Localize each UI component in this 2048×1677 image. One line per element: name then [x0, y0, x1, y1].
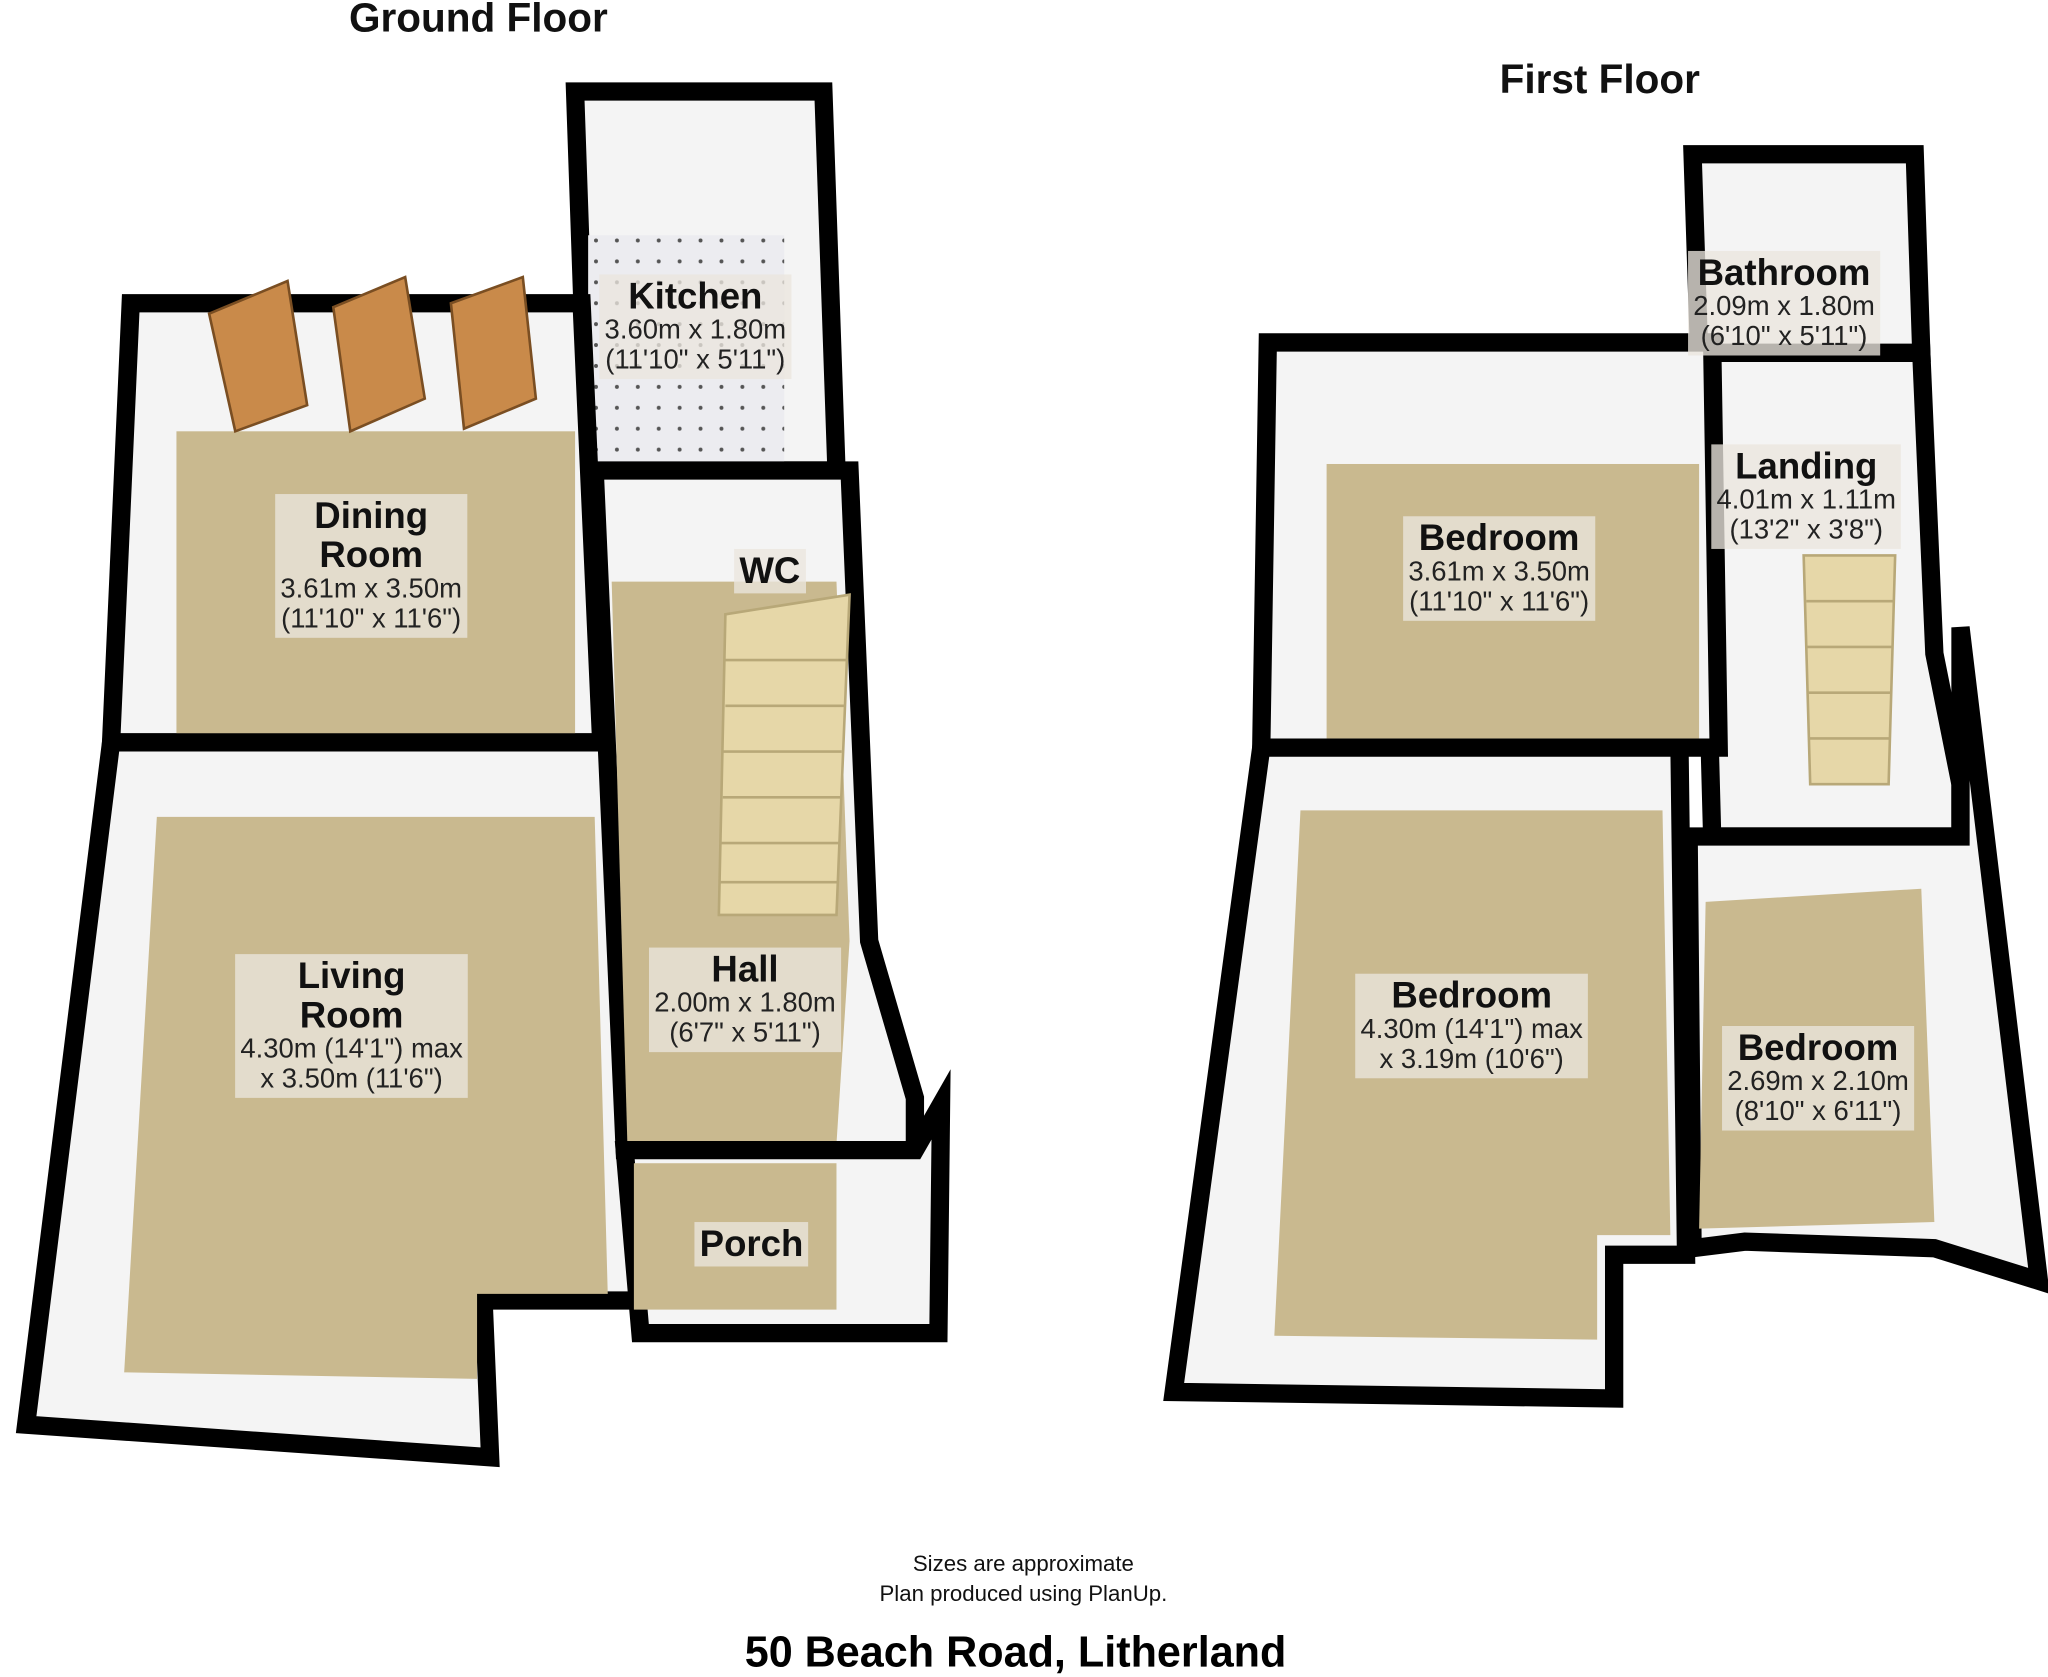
- ground-floor-title: Ground Floor: [348, 0, 608, 41]
- room-dims: 2.09m x 1.80m: [1693, 291, 1875, 322]
- room-name-line2: Room: [299, 994, 404, 1036]
- room-label-living-room: Living Room 4.30m (14'1") max x 3.50m (1…: [235, 954, 469, 1098]
- room-label-kitchen: Kitchen 3.60m x 1.80m (11'10" x 5'11"): [599, 274, 792, 379]
- room-label-bedroom-1: Bedroom 3.61m x 3.50m (11'10" x 11'6"): [1403, 516, 1596, 621]
- room-label-hall: Hall 2.00m x 1.80m (6'7" x 5'11"): [648, 947, 841, 1052]
- ground-floor-plan: [15, 82, 951, 1468]
- room-dims-imperial: x 3.50m (11'6"): [260, 1064, 443, 1095]
- room-name: Dining: [314, 495, 429, 536]
- room-name: Kitchen: [628, 275, 763, 317]
- room-dims: 4.30m (14'1") max: [240, 1034, 463, 1065]
- room-name: Living: [297, 955, 406, 996]
- first-floor-title: First Floor: [1499, 56, 1700, 102]
- room-label-porch: Porch: [694, 1222, 809, 1267]
- room-name-line2: Room: [319, 534, 424, 576]
- room-name: Landing: [1735, 445, 1878, 487]
- room-label-landing: Landing 4.01m x 1.11m (13'2" x 3'8"): [1711, 444, 1902, 549]
- room-name: Bedroom: [1391, 975, 1552, 1016]
- room-dims-imperial: (11'10" x 5'11"): [605, 344, 786, 375]
- first-floor-plan: [1163, 145, 2048, 1408]
- room-dims-imperial: (13'2" x 3'8"): [1729, 514, 1884, 545]
- room-label-bedroom-2: Bedroom 4.30m (14'1") max x 3.19m (10'6"…: [1355, 973, 1589, 1078]
- footer-note-planup: Plan produced using PlanUp.: [879, 1581, 1168, 1607]
- room-name: Bathroom: [1697, 252, 1871, 293]
- footer-note-sizes: Sizes are approximate: [912, 1551, 1134, 1577]
- room-name: Porch: [699, 1223, 804, 1264]
- room-dims: 4.30m (14'1") max: [1360, 1014, 1583, 1045]
- room-name: Bedroom: [1737, 1027, 1899, 1068]
- room-dims-imperial: (6'10" x 5'11"): [1700, 321, 1868, 352]
- room-name: Bedroom: [1418, 517, 1580, 559]
- dining-doors: [207, 275, 538, 434]
- room-label-bathroom: Bathroom 2.09m x 1.80m (6'10" x 5'11"): [1688, 250, 1881, 355]
- room-dims: 3.60m x 1.80m: [604, 315, 787, 346]
- room-name: WC: [739, 550, 801, 591]
- property-address: 50 Beach Road, Litherland: [744, 1627, 1287, 1676]
- room-dims-imperial: (6'7" x 5'11"): [669, 1018, 821, 1049]
- room-dims: 2.69m x 2.10m: [1727, 1066, 1909, 1097]
- room-dims-imperial: (11'10" x 11'6"): [1409, 586, 1590, 617]
- room-label-wc: WC: [734, 548, 806, 594]
- room-label-dining-room: Dining Room 3.61m x 3.50m (11'10" x 11'6…: [275, 494, 468, 638]
- room-dims: 3.61m x 3.50m: [280, 574, 462, 605]
- room-dims: 2.00m x 1.80m: [654, 988, 836, 1019]
- room-label-bedroom-3: Bedroom 2.69m x 2.10m (8'10" x 6'11"): [1722, 1025, 1915, 1131]
- room-dims-imperial: x 3.19m (10'6"): [1379, 1044, 1564, 1075]
- room-dims: 3.61m x 3.50m: [1408, 557, 1590, 588]
- room-dims-imperial: (8'10" x 6'11"): [1734, 1096, 1902, 1127]
- room-name: Hall: [711, 948, 779, 990]
- room-dims: 4.01m x 1.11m: [1716, 485, 1897, 516]
- room-dims-imperial: (11'10" x 11'6"): [281, 604, 462, 635]
- ground-stairs: [717, 593, 851, 917]
